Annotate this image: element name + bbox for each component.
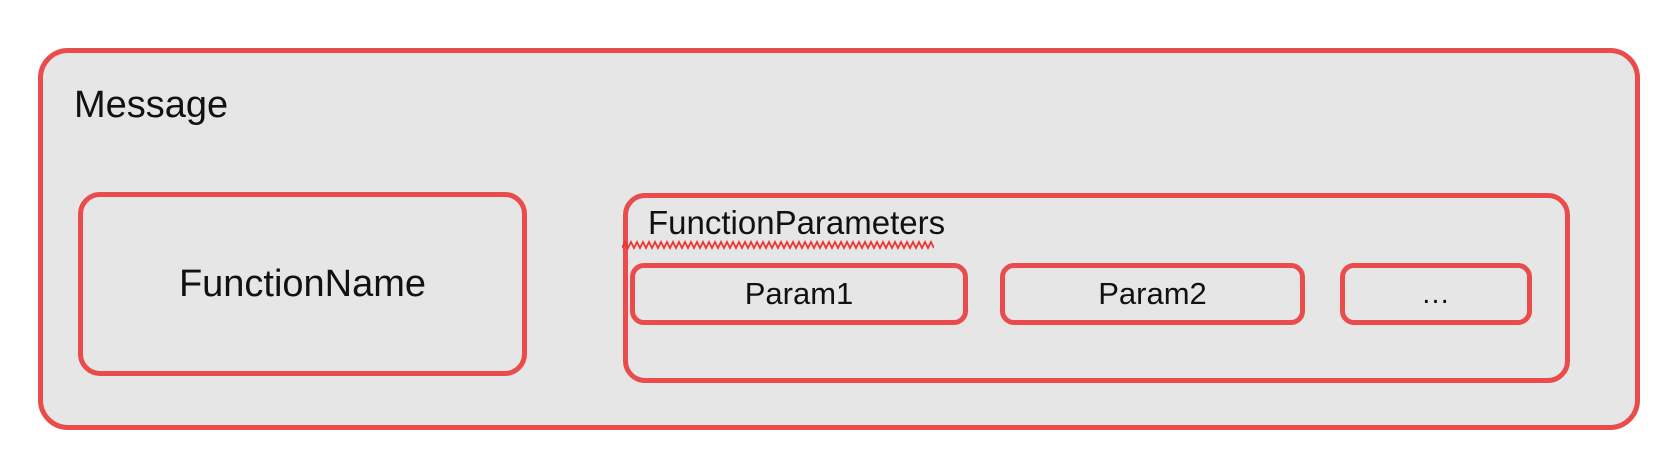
function-name-label: FunctionName	[178, 262, 427, 305]
param-box-1[interactable]	[630, 263, 968, 325]
function-parameters-label: FunctionParameters	[648, 204, 946, 241]
message-box-label: Message	[74, 84, 229, 126]
function-name-box[interactable]	[78, 192, 527, 376]
param-label-1: Param1	[744, 276, 854, 311]
param-box-ellipsis[interactable]	[1340, 263, 1532, 325]
param-label-ellipsis: …	[1421, 277, 1451, 310]
param-box-2[interactable]	[1000, 263, 1305, 325]
param-label-2: Param2	[1098, 276, 1207, 311]
